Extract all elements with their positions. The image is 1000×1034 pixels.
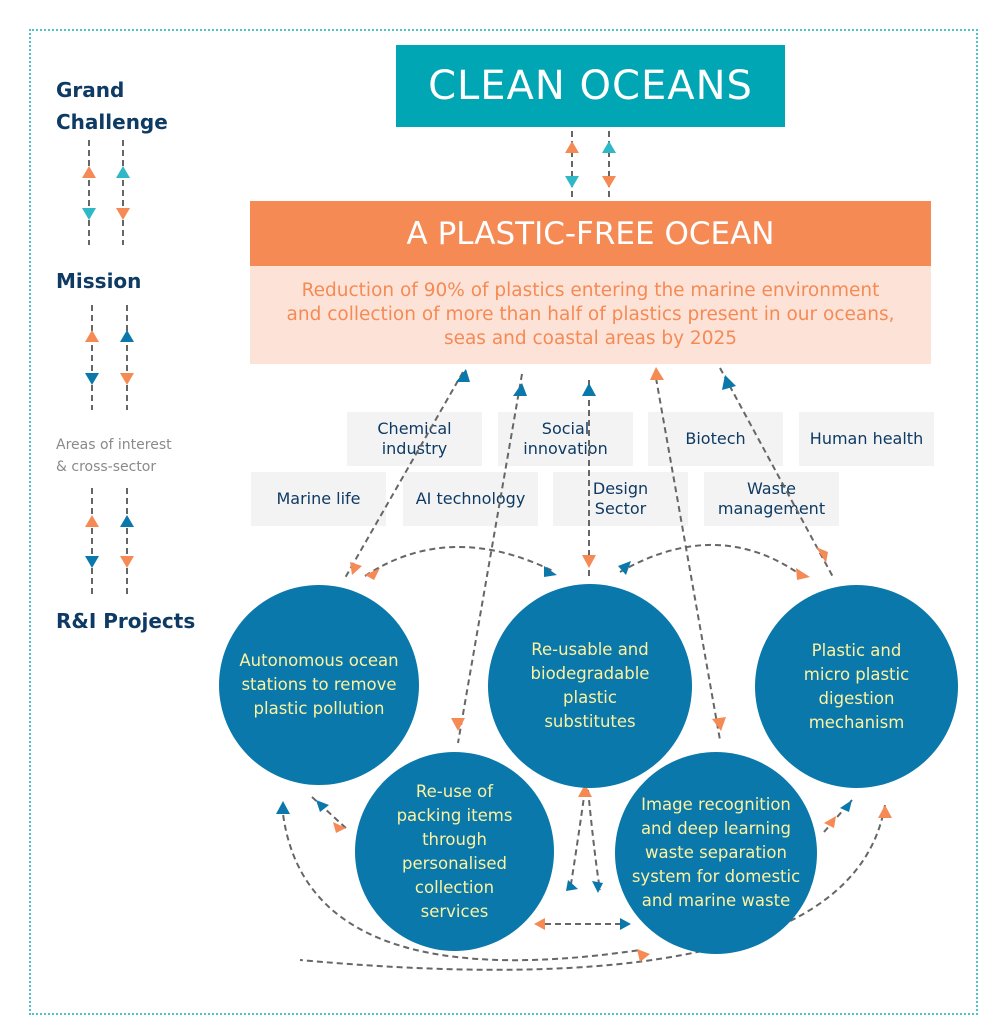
area-biotech: Biotech [648,412,783,466]
area-waste-management: Waste management [704,472,839,526]
project-plastic-digestion-mechanism: Plastic and micro plastic digestion mech… [755,585,958,788]
area-social-innovation: Social innovation [498,412,633,466]
level-label-grand-challenge: Grand Challenge [56,74,168,138]
project-autonomous-ocean-stations: Autonomous ocean stations to remove plas… [219,585,419,785]
area-chemical-industry: Chemical industry [347,412,482,466]
area-human-health: Human health [799,412,934,466]
grand-challenge-line2: Challenge [56,110,168,134]
area-marine-life: Marine life [251,472,386,526]
mission-title-banner: A PLASTIC-FREE OCEAN [250,201,931,266]
level-label-projects: R&I Projects [56,609,196,633]
project-reusable-biodegradable-plastic: Re-usable and biodegradable plastic subs… [488,584,692,788]
mission-description: Reduction of 90% of plastics entering th… [250,266,931,364]
dotted-frame [29,29,978,1015]
mission-description-line3: seas and coastal areas by 2025 [443,328,738,349]
grand-challenge-banner: CLEAN OCEANS [396,45,785,127]
mission-description-line1: Reduction of 90% of plastics entering th… [301,280,880,301]
level-label-areas: Areas of interest & cross-sector [56,434,172,478]
level-label-mission: Mission [56,269,142,293]
area-design-sector: Design Sector [553,472,688,526]
project-packing-reuse-collection: Re-use of packing items through personal… [355,752,554,951]
area-ai-technology: AI technology [403,472,538,526]
grand-challenge-line1: Grand [56,78,125,102]
project-image-recognition-waste-separation: Image recognition and deep learning wast… [615,752,817,954]
areas-line2: & cross-sector [56,459,157,475]
areas-line1: Areas of interest [56,437,172,453]
mission-description-line2: and collection of more than half of plas… [286,304,895,325]
area-design-sector-label: Design Sector [592,479,649,518]
